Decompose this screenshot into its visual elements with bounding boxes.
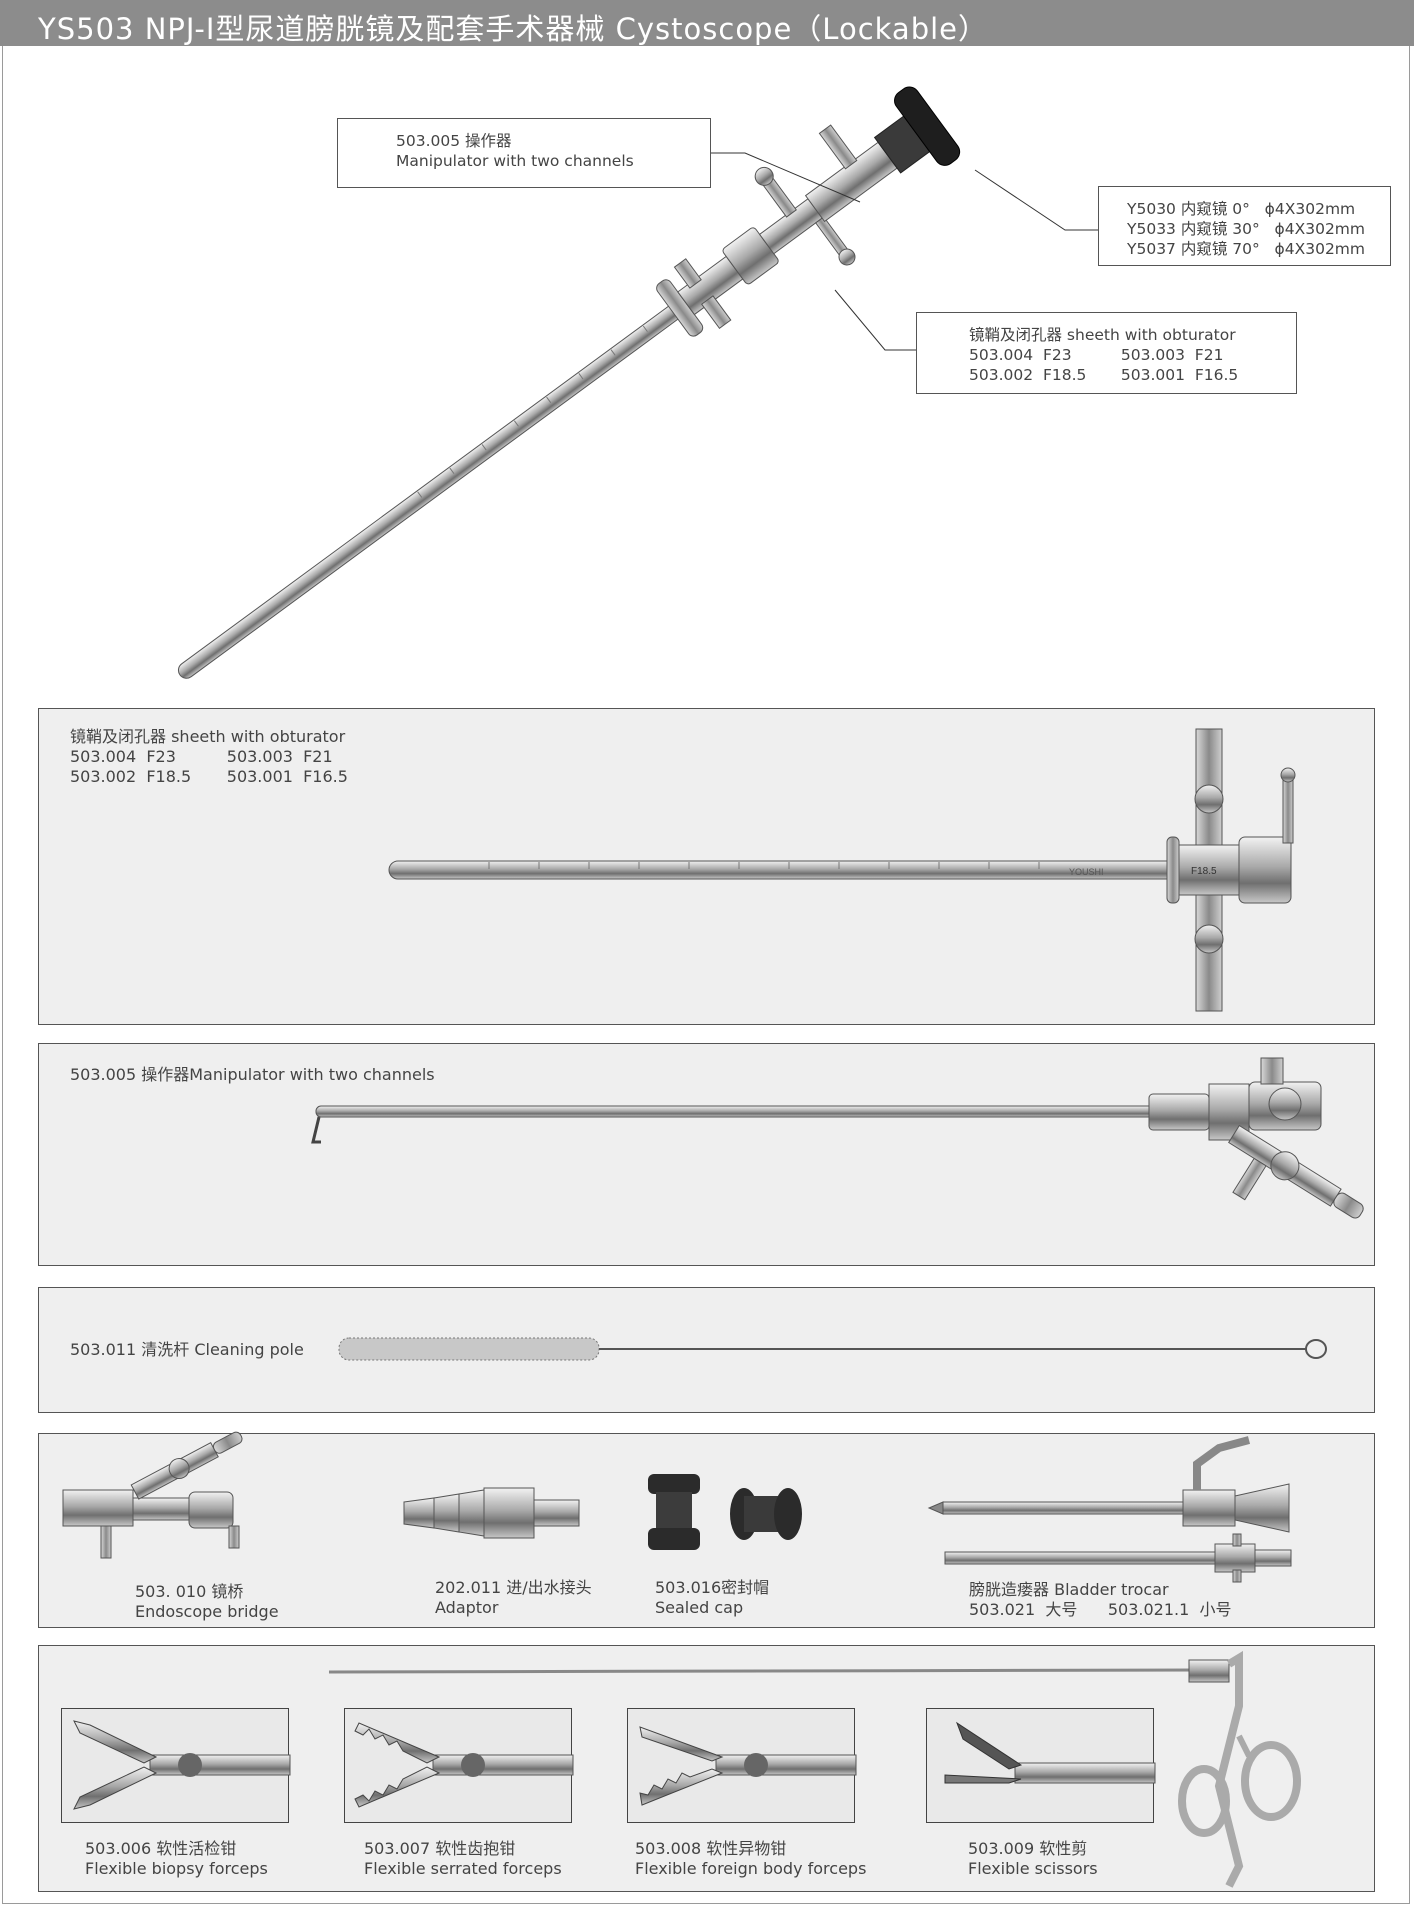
biopsy-forceps-code: 503.006 软性活检钳 [85,1839,237,1858]
endoscope-bridge-image [62,1431,243,1559]
serrated-forceps-name: Flexible serrated forceps [364,1859,562,1878]
callout-leader-lines [710,152,1098,351]
scissors-name: Flexible scissors [968,1859,1098,1878]
bladder-trocar-image [927,1436,1292,1583]
biopsy-forceps-caption: 503.006 软性活检钳 Flexible biopsy forceps [85,1839,268,1879]
sheath-panel-title: 镜鞘及闭孔器 sheeth with obturator [70,727,346,746]
sealed-cap-caption: 503.016密封帽 Sealed cap [655,1578,769,1618]
adaptor-code: 202.011 进/出水接头 [435,1578,592,1597]
manipulator-callout: 503.005 操作器 Manipulator with two channel… [337,118,711,188]
biopsy-forceps-image [73,1720,291,1810]
manipulator-image [311,1057,1364,1219]
scissors-caption: 503.009 软性剪 Flexible scissors [968,1839,1098,1879]
sheath-panel-sizes-2: 503.002 F18.5 503.001 F16.5 [70,767,348,786]
accessories-panel: 503. 010 镜桥 Endoscope bridge 202.011 进/出… [38,1431,1375,1628]
manipulator-callout-code: 503.005 操作器 [396,132,512,150]
cleaning-pole-image [338,1337,1327,1361]
cleaning-pole-panel: 503.011 清洗杆 Cleaning pole [38,1287,1375,1413]
adaptor-image [403,1487,580,1539]
sheath-callout: 镜鞘及闭孔器 sheeth with obturator 503.004 F23… [916,312,1297,394]
endoscope-bridge-name: Endoscope bridge [135,1602,279,1621]
cystoscope-assembly-image [177,86,961,679]
sealed-cap-image [648,1474,802,1550]
sheath-callout-title: 镜鞘及闭孔器 sheeth with obturator [969,326,1236,344]
adaptor-caption: 202.011 进/出水接头 Adaptor [435,1578,592,1618]
scissors-code: 503.009 软性剪 [968,1839,1088,1858]
sealed-cap-name: Sealed cap [655,1598,744,1617]
sheath-panel-text: 镜鞘及闭孔器 sheeth with obturator 503.004 F23… [70,727,348,787]
forceps-panel: 503.006 软性活检钳 Flexible biopsy forceps 50… [38,1645,1375,1892]
forceps-handle-image [328,1650,1301,1888]
sheath-panel-sizes-1: 503.004 F23 503.003 F21 [70,747,333,766]
telescope-callout: Y5030 内窥镜 0° ϕ4X302mm Y5033 内窥镜 30° ϕ4X3… [1098,186,1391,266]
bladder-trocar-title: 膀胱造瘘器 Bladder trocar [969,1580,1169,1599]
sheath-callout-sizes-1: 503.004 F23 503.003 F21 [969,346,1224,364]
bladder-trocar-caption: 膀胱造瘘器 Bladder trocar 503.021 大号 503.021.… [969,1580,1231,1620]
sheath-callout-sizes-2: 503.002 F18.5 503.001 F16.5 [969,366,1239,384]
manipulator-panel: 503.005 操作器Manipulator with two channels [38,1043,1375,1266]
biopsy-forceps-name: Flexible biopsy forceps [85,1859,268,1878]
serrated-forceps-code: 503.007 软性齿抱钳 [364,1839,516,1858]
sheath-obturator-image: YOUSHI F18.5 [388,728,1296,1012]
serrated-forceps-image [354,1722,574,1808]
foreign-body-forceps-name: Flexible foreign body forceps [635,1859,867,1878]
manipulator-callout-name: Manipulator with two channels [396,152,634,170]
flexible-scissors-image [944,1721,1156,1784]
telescope-30-spec: Y5033 内窥镜 30° ϕ4X302mm [1127,220,1366,238]
page-title: YS503 NPJ-Ⅰ型尿道膀胱镜及配套手术器械 Cystoscope（Lock… [38,12,989,46]
foreign-body-forceps-inset [627,1708,857,1823]
sheath-size-marking: F18.5 [1191,866,1217,877]
telescope-0-spec: Y5030 内窥镜 0° ϕ4X302mm [1127,200,1356,218]
serrated-forceps-inset [344,1708,574,1823]
manipulator-panel-label: 503.005 操作器Manipulator with two channels [70,1065,435,1084]
foreign-body-forceps-image [639,1726,857,1806]
endoscope-bridge-caption: 503. 010 镜桥 Endoscope bridge [135,1582,279,1622]
sealed-cap-code: 503.016密封帽 [655,1578,770,1597]
brand-marking: YOUSHI [1069,867,1104,877]
cleaning-pole-label: 503.011 清洗杆 Cleaning pole [70,1340,304,1359]
serrated-forceps-caption: 503.007 软性齿抱钳 Flexible serrated forceps [364,1839,562,1879]
foreign-body-forceps-code: 503.008 软性异物钳 [635,1839,787,1858]
page-frame [2,46,1410,1904]
bladder-trocar-sizes: 503.021 大号 503.021.1 小号 [969,1600,1232,1619]
page-header: YS503 NPJ-Ⅰ型尿道膀胱镜及配套手术器械 Cystoscope（Lock… [0,0,1414,46]
adaptor-name: Adaptor [435,1598,499,1617]
foreign-body-forceps-caption: 503.008 软性异物钳 Flexible foreign body forc… [635,1839,866,1879]
sheath-panel: 镜鞘及闭孔器 sheeth with obturator 503.004 F23… [38,708,1375,1025]
endoscope-bridge-code: 503. 010 镜桥 [135,1582,244,1601]
telescope-70-spec: Y5037 内窥镜 70° ϕ4X302mm [1127,240,1366,258]
scissors-inset [926,1708,1156,1823]
biopsy-forceps-inset [61,1708,291,1823]
